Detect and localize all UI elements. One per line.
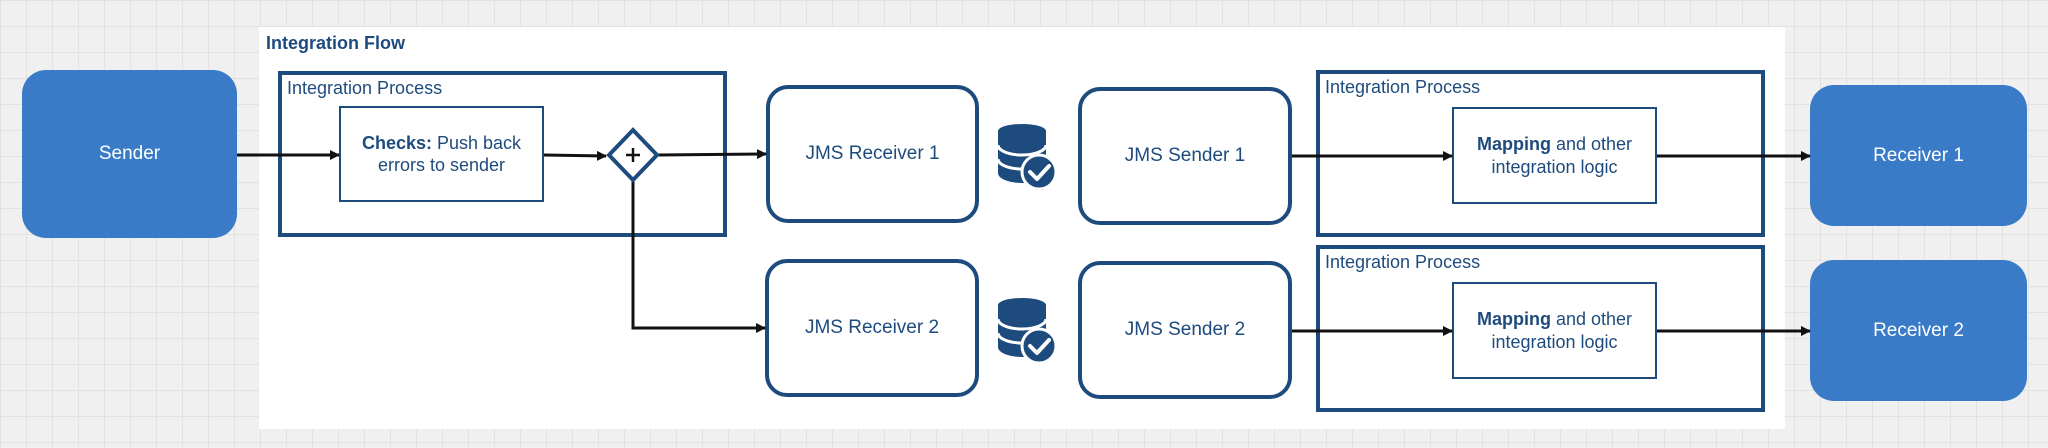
database-check-icon (996, 298, 1058, 365)
jms-receiver-1-label: JMS Receiver 1 (805, 143, 940, 164)
mapping-task-2-text: and other integration logic (1491, 309, 1633, 352)
flow-gateway-to-jms-receiver-1 (657, 149, 767, 160)
jms-receiver-2-label: JMS Receiver 2 (804, 317, 940, 338)
flow-gateway-to-jms-receiver-2 (631, 181, 766, 333)
integration-process-upper[interactable]: Integration Process (1316, 70, 1765, 237)
receiver-2-participant[interactable]: Receiver 2 (1810, 260, 2027, 401)
checks-task-label: Checks: Push back errors to sender (341, 132, 542, 177)
integration-process-lower[interactable]: Integration Process (1316, 245, 1765, 412)
jms-receiver-2[interactable]: JMS Receiver 2 (765, 259, 979, 397)
checks-task[interactable]: Checks: Push back errors to sender (339, 106, 544, 202)
mapping-task-2-label: Mapping and other integration logic (1454, 308, 1655, 353)
sender-label: Sender (98, 143, 161, 164)
mapping-task-1[interactable]: Mapping and other integration logic (1452, 107, 1657, 204)
database-check-icon (996, 124, 1058, 191)
jms-sender-2[interactable]: JMS Sender 2 (1078, 261, 1292, 399)
receiver-1-label: Receiver 1 (1873, 144, 1964, 166)
checks-task-bold: Checks: (361, 132, 432, 153)
mapping-task-1-bold: Mapping (1476, 134, 1551, 154)
mapping-task-1-label: Mapping and other integration logic (1454, 133, 1655, 178)
flow-checks-to-gateway (543, 150, 607, 161)
mapping-task-2[interactable]: Mapping and other integration logic (1452, 282, 1657, 379)
parallel-gateway-plus-icon[interactable] (606, 127, 660, 183)
jms-sender-2-label: JMS Sender 2 (1124, 319, 1246, 340)
receiver-1-participant[interactable]: Receiver 1 (1810, 85, 2027, 226)
jms-sender-1[interactable]: JMS Sender 1 (1078, 87, 1292, 225)
integration-process-main-label: Integration Process (287, 78, 443, 98)
jms-receiver-1[interactable]: JMS Receiver 1 (766, 85, 979, 223)
mapping-task-2-bold: Mapping (1476, 309, 1551, 329)
receiver-2-label: Receiver 2 (1873, 319, 1964, 341)
sender-participant[interactable]: Sender (22, 70, 237, 238)
checks-task-text: Push back errors to sender (377, 132, 522, 176)
integration-flow-title: Integration Flow (266, 33, 405, 53)
jms-sender-1-label: JMS Sender 1 (1124, 145, 1246, 166)
mapping-task-1-text: and other integration logic (1491, 134, 1633, 177)
integration-process-lower-label: Integration Process (1325, 252, 1481, 272)
integration-process-upper-label: Integration Process (1325, 77, 1481, 97)
